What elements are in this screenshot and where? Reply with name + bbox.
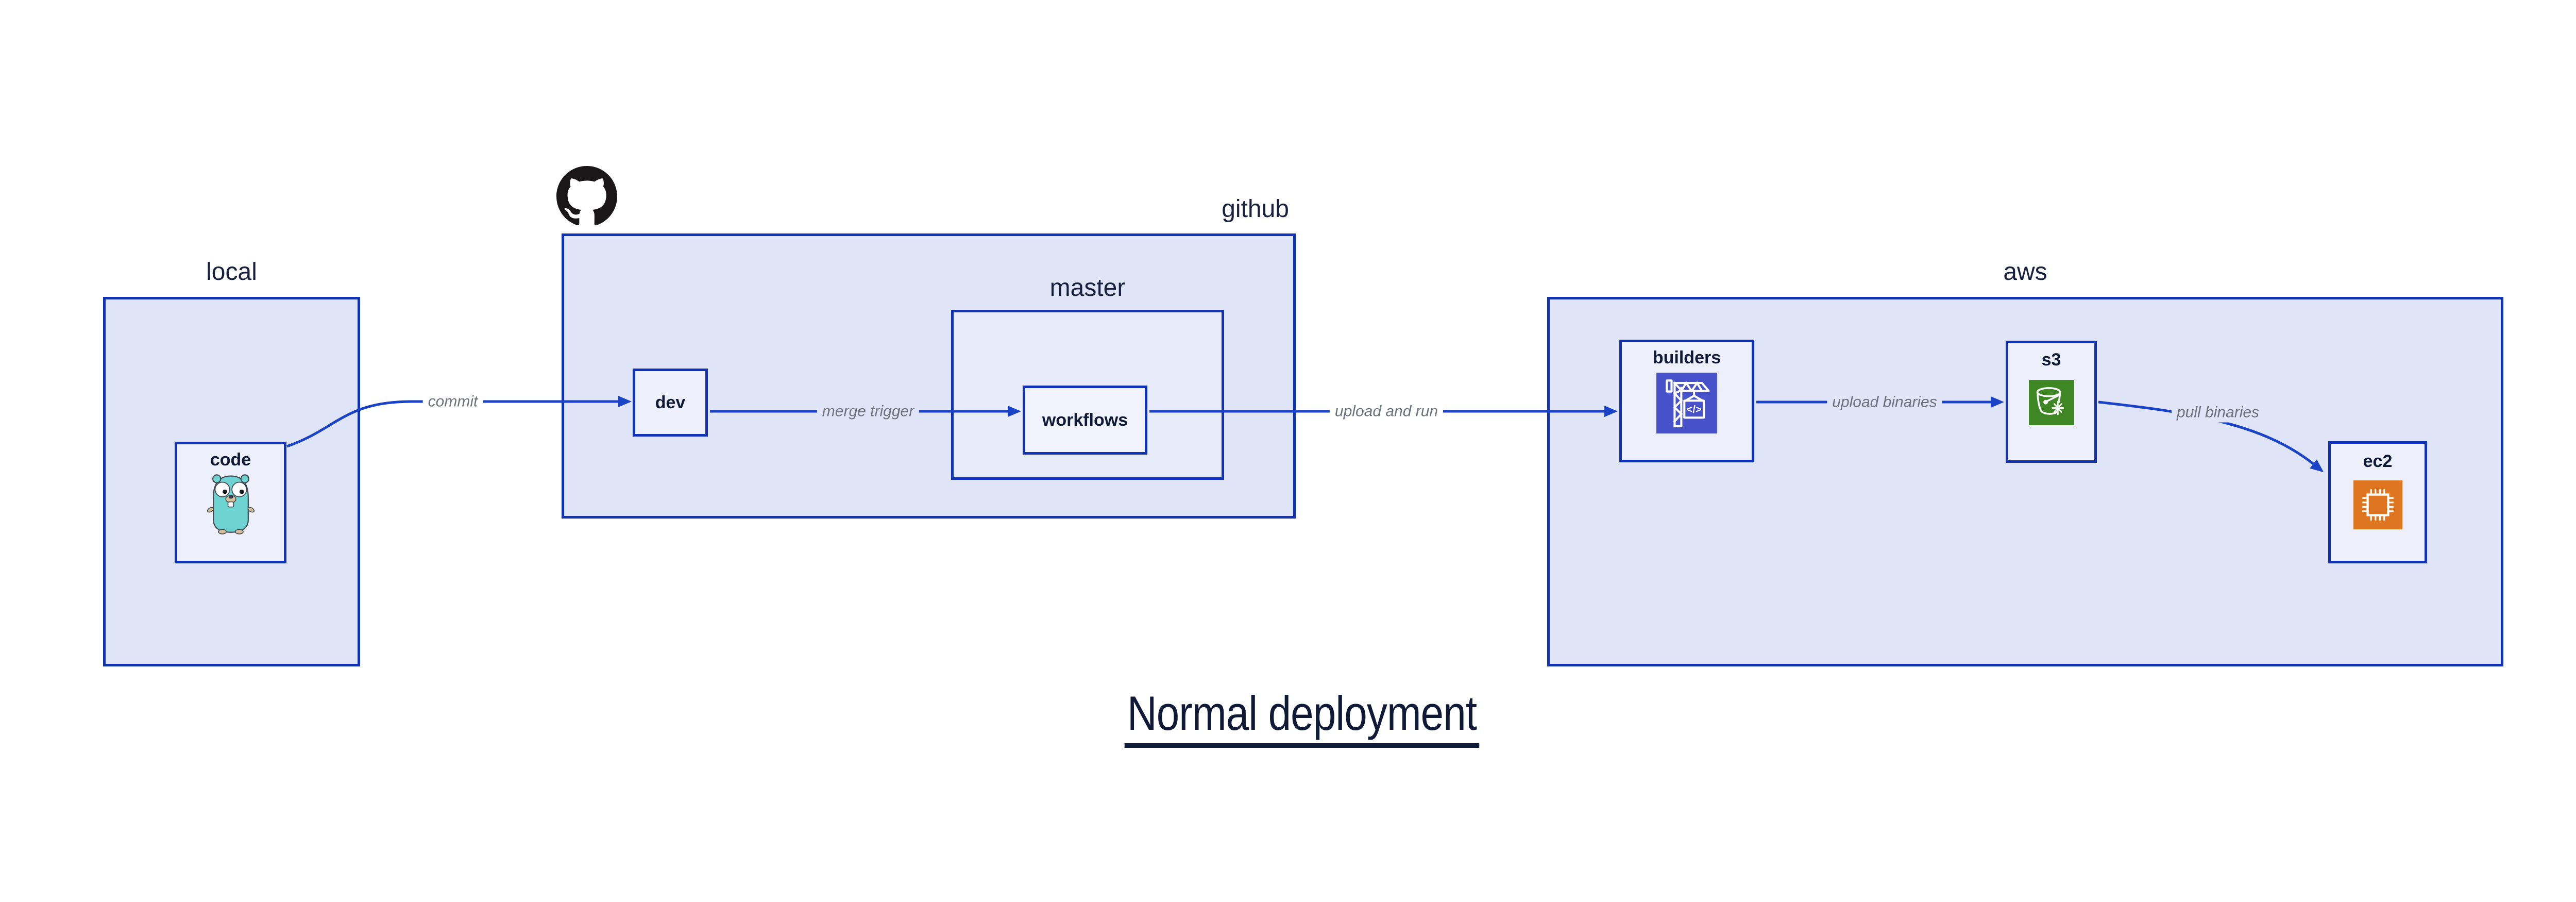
upload-binaries-edge-label: upload binaries xyxy=(1827,392,1942,412)
codebuild-crane-icon: </> xyxy=(1656,372,1717,436)
diagram-title-wrap: Normal deployment xyxy=(0,686,2576,748)
ec2-chip-icon xyxy=(2353,480,2402,532)
master-group-label: master xyxy=(1049,274,1126,302)
workflows-node: workflows xyxy=(1023,386,1147,455)
github-group-label: github xyxy=(1222,195,1289,223)
pull-binaries-edge-label: pull binaries xyxy=(2171,402,2265,423)
codebuild-code-glyph: </> xyxy=(1687,404,1702,415)
dev-node-label: dev xyxy=(655,392,686,412)
go-gopher-icon xyxy=(205,473,257,537)
ec2-node-label: ec2 xyxy=(2363,452,2393,471)
commit-edge-label: commit xyxy=(422,391,483,412)
code-node-label: code xyxy=(210,450,251,470)
s3-node-label: s3 xyxy=(2041,350,2061,370)
s3-node: s3 xyxy=(2006,341,2097,463)
builders-node-label: builders xyxy=(1652,348,1721,368)
builders-node: builders </> xyxy=(1619,340,1754,462)
local-group-label: local xyxy=(206,258,257,286)
merge-trigger-edge-label: merge trigger xyxy=(817,401,920,422)
upload-and-run-edge-label: upload and run xyxy=(1329,401,1444,422)
ec2-node: ec2 xyxy=(2328,441,2427,563)
workflows-node-label: workflows xyxy=(1042,410,1128,430)
s3-glacier-bucket-icon xyxy=(2028,379,2074,428)
code-node: code xyxy=(175,442,286,563)
aws-group-label: aws xyxy=(2003,258,2047,286)
dev-node: dev xyxy=(633,369,708,437)
diagram-title: Normal deployment xyxy=(1124,686,1480,748)
github-octocat-icon xyxy=(556,166,617,226)
